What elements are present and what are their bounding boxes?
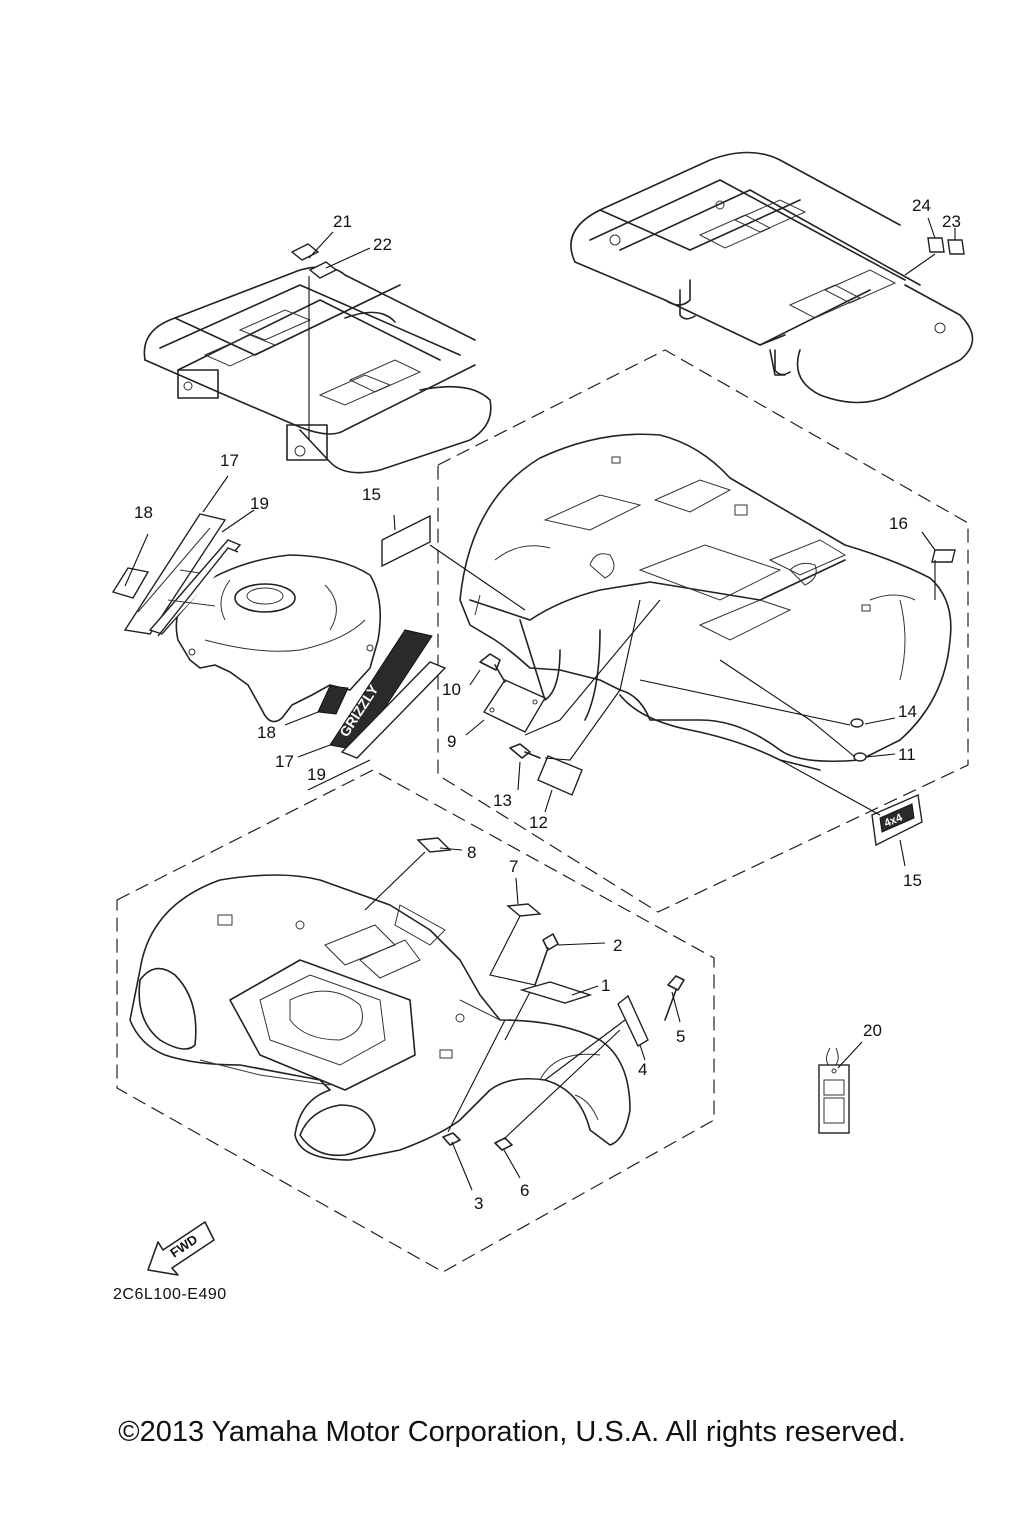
callout-16: 16 [889, 514, 908, 533]
decal-18-lower [317, 685, 349, 715]
plate-9 [482, 679, 546, 733]
callout-18-lower: 18 [257, 723, 276, 742]
fwd-label: FWD [167, 1231, 200, 1260]
decal-18-upper [111, 567, 150, 599]
callout-22: 22 [373, 235, 392, 254]
callout-2: 2 [613, 936, 622, 955]
callout-8: 8 [467, 843, 476, 862]
tank-cover [175, 554, 382, 723]
callout-18-upper: 18 [134, 503, 153, 522]
rivet-5 [664, 975, 685, 1021]
decal-23 [947, 239, 965, 255]
rear-fender-group-outline [437, 349, 969, 913]
tag-20 [818, 1041, 863, 1134]
washer-11 [853, 752, 867, 762]
nut-3 [442, 1132, 461, 1146]
decal-24 [927, 237, 945, 253]
callout-15-upper: 15 [362, 485, 381, 504]
washer-14 [850, 718, 864, 728]
decal-17-upper [123, 513, 227, 635]
callout-21: 21 [333, 212, 352, 231]
decal-15-upper [381, 514, 431, 568]
callout-24: 24 [912, 196, 931, 215]
decal-22 [308, 261, 338, 279]
callout-10: 10 [442, 680, 461, 699]
callout-1: 1 [601, 976, 610, 995]
rear-carrier [570, 151, 974, 404]
copyright-notice: ©2013 Yamaha Motor Corporation, U.S.A. A… [118, 1416, 906, 1448]
callout-6: 6 [520, 1181, 529, 1200]
front-carrier [143, 266, 492, 474]
decal-8 [416, 837, 452, 853]
callout-7: 7 [509, 857, 518, 876]
callout-11: 11 [898, 745, 916, 764]
decal-7 [506, 903, 542, 917]
rivet-13 [509, 743, 541, 759]
callout-19-upper: 19 [250, 494, 269, 513]
callout-5: 5 [676, 1027, 685, 1046]
callout-13: 13 [493, 791, 512, 810]
diagram-code: 2C6L100-E490 [113, 1286, 227, 1303]
callout-19-lower: 19 [307, 765, 326, 784]
callout-4: 4 [638, 1060, 647, 1079]
callouts: 21 22 24 23 17 19 18 15 16 10 18 9 17 19… [134, 196, 961, 1213]
callout-23: 23 [942, 212, 961, 231]
rivet-10 [479, 653, 506, 683]
rivet-2 [534, 933, 559, 986]
callout-9: 9 [447, 732, 456, 751]
decal-19-lower [340, 661, 447, 759]
callout-20: 20 [863, 1021, 882, 1040]
callout-12: 12 [529, 813, 548, 832]
callout-15-lower: 15 [903, 871, 922, 890]
fwd-arrow: FWD [147, 1221, 215, 1276]
decal-16 [931, 549, 956, 563]
decal-4 [617, 994, 649, 1047]
plate-12 [537, 755, 583, 796]
rear-fender [459, 433, 952, 771]
callout-14: 14 [898, 702, 917, 721]
nut-6 [494, 1137, 513, 1151]
front-fender-group-outline [116, 769, 715, 1273]
callout-17-upper: 17 [220, 451, 239, 470]
callout-17-lower: 17 [275, 752, 294, 771]
decal-21 [290, 243, 320, 261]
decal-1 [519, 981, 593, 1004]
front-fender [129, 874, 631, 1161]
callout-3: 3 [474, 1194, 483, 1213]
